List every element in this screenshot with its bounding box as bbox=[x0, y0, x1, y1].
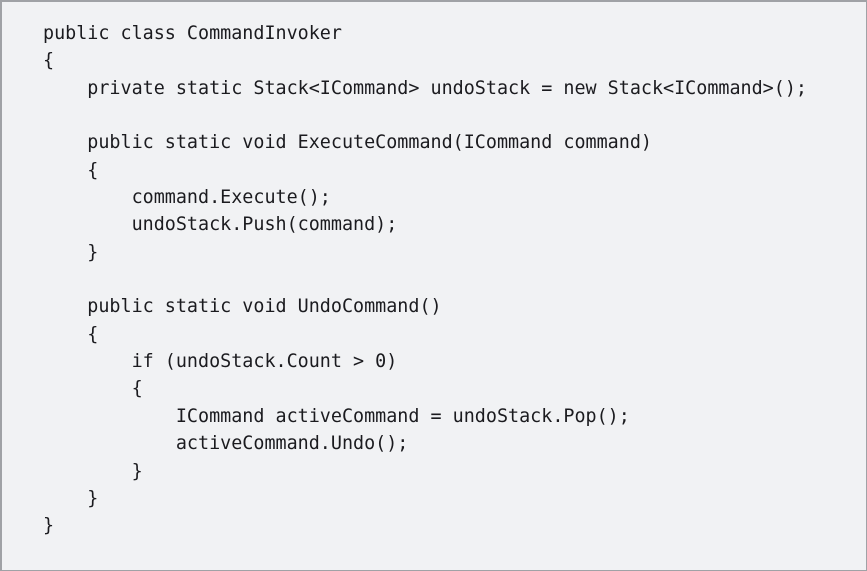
code-line: } bbox=[43, 460, 143, 482]
code-line: public static void ExecuteCommand(IComma… bbox=[43, 132, 652, 154]
code-line: { bbox=[43, 159, 99, 181]
code-line: } bbox=[43, 241, 99, 263]
code-line: public class CommandInvoker bbox=[43, 23, 342, 44]
code-line: { bbox=[43, 378, 143, 400]
code-line: activeCommand.Undo(); bbox=[43, 433, 409, 455]
code-line: if (undoStack.Count > 0) bbox=[43, 351, 398, 373]
code-line: } bbox=[43, 487, 99, 509]
code-listing: public class CommandInvoker { private sta… bbox=[43, 20, 866, 540]
code-line: undoStack.Push(command); bbox=[43, 214, 398, 236]
code-line-blank bbox=[43, 102, 866, 129]
code-line: { bbox=[43, 323, 99, 345]
code-line-blank bbox=[43, 266, 866, 293]
code-line: public static void UndoCommand() bbox=[43, 296, 442, 318]
code-line: { bbox=[43, 50, 55, 72]
code-line: ICommand activeCommand = undoStack.Pop()… bbox=[43, 405, 630, 427]
code-line: } bbox=[43, 515, 55, 537]
code-line: private static Stack<ICommand> undoStack… bbox=[43, 77, 807, 99]
code-line: command.Execute(); bbox=[43, 187, 331, 209]
